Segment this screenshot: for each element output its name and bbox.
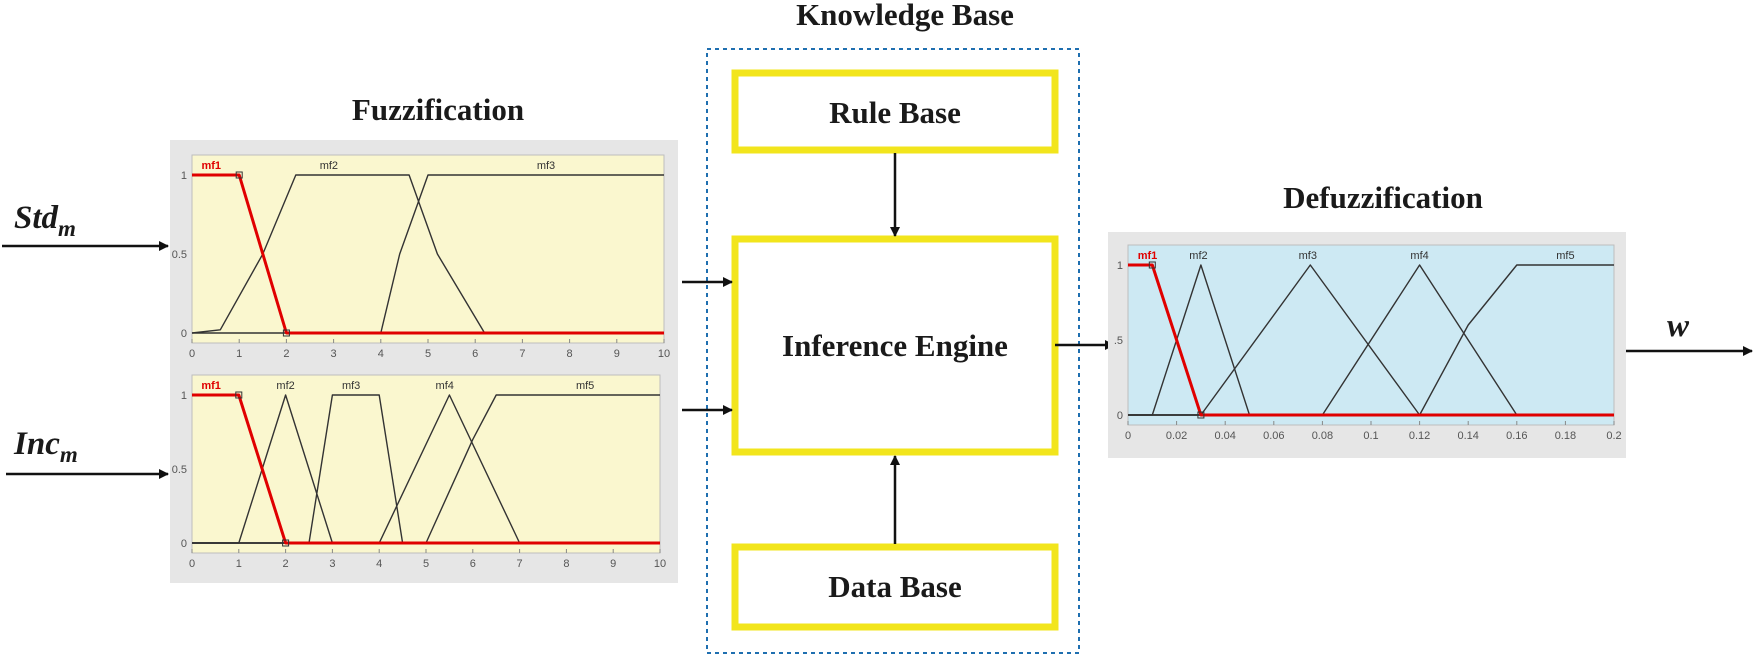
y-tick-label: 0.5: [172, 249, 187, 261]
w-membership-chart: 0 0.02 0.04 0.06 0.08 0.1 0.12 0.14 0.16 0.18 0.2 0…: [1108, 232, 1626, 458]
inference-engine-label: Inference Engine: [782, 328, 1008, 363]
x-tick-label: 0: [189, 558, 195, 570]
x-tick-label: 5: [423, 558, 429, 570]
x-tick-label: 0.08: [1312, 430, 1333, 442]
x-tick-label: 10: [654, 558, 666, 570]
y-tick-label: 1: [1117, 260, 1123, 272]
x-tick-label: 0.14: [1457, 430, 1478, 442]
plot-area: [191, 154, 665, 344]
mf-label-mf4: mf4: [436, 380, 454, 392]
y-tick-label: 0.5: [172, 464, 187, 476]
x-tick-label: 4: [378, 348, 384, 360]
x-tick-label: 0.04: [1214, 430, 1235, 442]
x-tick-label: 6: [472, 348, 478, 360]
x-tick-label: 3: [329, 558, 335, 570]
y-tick-label: 0: [1117, 410, 1123, 422]
knot-marker: [1148, 261, 1156, 269]
x-tick-label: 9: [614, 348, 620, 360]
data-base-box: [731, 543, 1059, 631]
x-tick-label: 1: [236, 348, 242, 360]
y-tick-label: 0: [181, 328, 187, 340]
plot-area: [191, 374, 661, 554]
fuzzification-title: Fuzzification: [352, 92, 524, 127]
y-tick-label: .5: [1114, 335, 1123, 347]
membership-curve-mf1: [192, 173, 664, 335]
x-tick-label: 0.02: [1166, 430, 1187, 442]
knot-marker: [1197, 411, 1205, 419]
x-tick-label: 0.06: [1263, 430, 1284, 442]
x-tick-label: 0.2: [1606, 430, 1621, 442]
input-inc-label: Incm: [13, 426, 78, 467]
x-tick-label: 2: [283, 558, 289, 570]
x-tick-label: 7: [517, 558, 523, 570]
x-tick-label: 5: [425, 348, 431, 360]
knowledge-base-region: [706, 48, 1080, 654]
inc-membership-chart: 0 1 2 3 4 5 6 7 8 9 10 0 0.5 1 mf1 mf2 mf3 mf4 mf5: [170, 365, 678, 583]
y-tick-label: 0: [181, 538, 187, 550]
x-tick-label: 0.1: [1363, 430, 1378, 442]
x-tick-label: 3: [331, 348, 337, 360]
x-tick-label: 0.18: [1555, 430, 1576, 442]
x-tick-label: 4: [376, 558, 382, 570]
mf-label-mf3: mf3: [537, 160, 555, 172]
x-tick-label: 9: [610, 558, 616, 570]
y-tick-label: 1: [181, 170, 187, 182]
membership-curve-mf1: [1128, 263, 1614, 417]
x-tick-label: 0.12: [1409, 430, 1430, 442]
inference-engine-box: [731, 235, 1059, 456]
mf-label-mf2: mf2: [1189, 250, 1207, 262]
data-base-label: Data Base: [828, 569, 961, 604]
knowledge-base-title: Knowledge Base: [796, 0, 1014, 32]
x-tick-label: 0: [189, 348, 195, 360]
mf-label-mf1: mf1: [1138, 250, 1158, 262]
x-tick-label: 1: [236, 558, 242, 570]
std-membership-chart: 0 1 2 3 4 5 6 7 8 9 10 0 0.5 1 mf1 mf2 mf3: [170, 140, 678, 366]
rule-base-label: Rule Base: [829, 95, 961, 130]
mf-label-mf3: mf3: [1299, 250, 1317, 262]
x-tick-label: 2: [283, 348, 289, 360]
input-std-label: Stdm: [14, 200, 76, 241]
defuzzification-title: Defuzzification: [1283, 180, 1483, 215]
x-tick-label: 10: [658, 348, 670, 360]
mf-label-mf4: mf4: [1410, 250, 1428, 262]
knot-marker: [235, 171, 243, 179]
knot-marker: [282, 539, 290, 547]
mf-label-mf5: mf5: [1556, 250, 1574, 262]
mf-label-mf2: mf2: [276, 380, 294, 392]
mf-label-mf5: mf5: [576, 380, 594, 392]
x-tick-label: 6: [470, 558, 476, 570]
knot-marker: [235, 391, 243, 399]
mf-label-mf1: mf1: [201, 380, 221, 392]
mf-label-mf1: mf1: [201, 160, 221, 172]
mf-label-mf3: mf3: [342, 380, 360, 392]
membership-curve-mf1: [192, 393, 660, 545]
y-tick-label: 1: [181, 390, 187, 402]
x-tick-label: 8: [567, 348, 573, 360]
x-tick-label: 0.16: [1506, 430, 1527, 442]
output-w-label: w: [1667, 308, 1690, 344]
rule-base-box: [731, 69, 1059, 154]
membership-curve-mf2: [191, 174, 664, 334]
x-tick-label: 7: [519, 348, 525, 360]
x-tick-label: 0: [1125, 430, 1131, 442]
x-tick-label: 8: [563, 558, 569, 570]
knot-marker: [282, 329, 290, 337]
mf-label-mf2: mf2: [320, 160, 338, 172]
plot-area: [1127, 244, 1615, 426]
